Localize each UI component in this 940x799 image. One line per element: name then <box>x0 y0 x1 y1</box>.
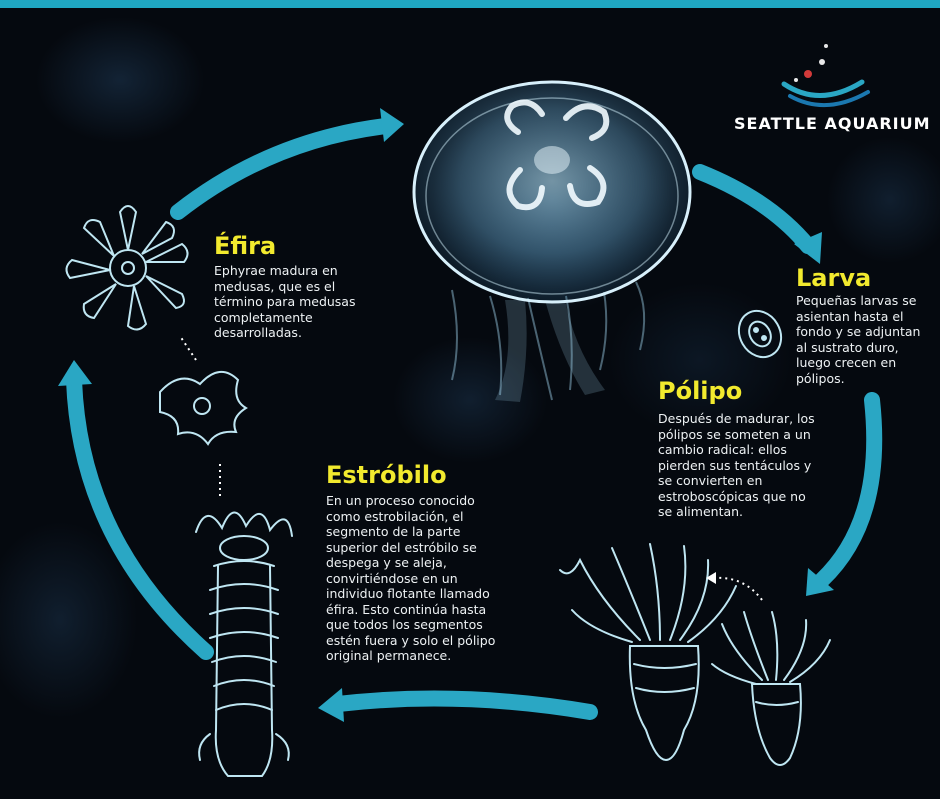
arrow-efira-to-medusa <box>178 126 386 212</box>
desc-line: completamente <box>214 310 355 326</box>
adult-medusa-icon <box>414 82 690 402</box>
stage-title-polipo: Pólipo <box>658 377 742 405</box>
stage-title-efira: Éfira <box>214 232 276 260</box>
desc-line: Después de madurar, los <box>658 411 815 427</box>
arrow-polipo-to-estrobilo <box>338 699 590 712</box>
strobila-icon <box>196 512 292 776</box>
arrow-medusa-to-larva <box>700 172 808 246</box>
desc-line: luego crecen en <box>796 355 920 371</box>
arrowhead-efira <box>58 360 92 386</box>
larva-icon <box>731 303 790 365</box>
desc-line: Ephyrae madura en <box>214 263 355 279</box>
desc-line: original permanece. <box>326 648 495 664</box>
arrowhead-estrobilo <box>318 688 344 722</box>
desc-line: se convierten en <box>658 473 815 489</box>
stage-desc-larva: Pequeñas larvas se asientan hasta el fon… <box>796 293 920 386</box>
desc-line: En un proceso conocido <box>326 493 495 509</box>
brand-name: SEATTLE AQUARIUM <box>734 114 934 133</box>
desc-line: superior del estróbilo se <box>326 540 495 556</box>
desc-line: segmento de la parte <box>326 524 495 540</box>
desc-line: término para medusas <box>214 294 355 310</box>
desc-line: como estrobilación, el <box>326 509 495 525</box>
desc-line: desarrolladas. <box>214 325 355 341</box>
desc-line: al sustrato duro, <box>796 340 920 356</box>
seattle-aquarium-logo-icon <box>784 44 868 105</box>
stage-desc-estrobilo: En un proceso conocido como estrobilació… <box>326 493 495 664</box>
arrow-estrobilo-to-efira <box>74 380 206 652</box>
stage-desc-polipo: Después de madurar, los pólipos se somet… <box>658 411 815 520</box>
desc-line: pólipos se someten a un <box>658 427 815 443</box>
stage-title-larva: Larva <box>796 264 871 292</box>
desc-line: Pequeñas larvas se <box>796 293 920 309</box>
desc-line: estén fuera y solo el pólipo <box>326 633 495 649</box>
desc-line: estroboscópicas que no <box>658 489 815 505</box>
ephyra-icon <box>66 206 187 330</box>
desc-line: pólipos. <box>796 371 920 387</box>
desc-line: éfira. Esto continúa hasta <box>326 602 495 618</box>
desc-line: se alimentan. <box>658 504 815 520</box>
stage-desc-efira: Ephyrae madura en medusas, que es el tér… <box>214 263 355 341</box>
desc-line: individuo flotante llamado <box>326 586 495 602</box>
dotted-arrow-polyp <box>714 578 762 600</box>
desc-line: convirtiéndose en un <box>326 571 495 587</box>
desc-line: que todos los segmentos <box>326 617 495 633</box>
polyp-small-icon <box>712 612 830 765</box>
arrowhead-medusa <box>380 108 404 142</box>
desc-line: asientan hasta el <box>796 309 920 325</box>
desc-line: fondo y se adjuntan <box>796 324 920 340</box>
dotted-arrow-release <box>180 336 196 360</box>
desc-line: despega y se aleja, <box>326 555 495 571</box>
arrow-larva-to-polipo <box>822 400 874 580</box>
ephyra-release-icon <box>160 372 246 444</box>
stage-title-estrobilo: Estróbilo <box>326 461 447 489</box>
desc-line: cambio radical: ellos <box>658 442 815 458</box>
desc-line: medusas, que es el <box>214 279 355 295</box>
desc-line: pierden sus tentáculos y <box>658 458 815 474</box>
